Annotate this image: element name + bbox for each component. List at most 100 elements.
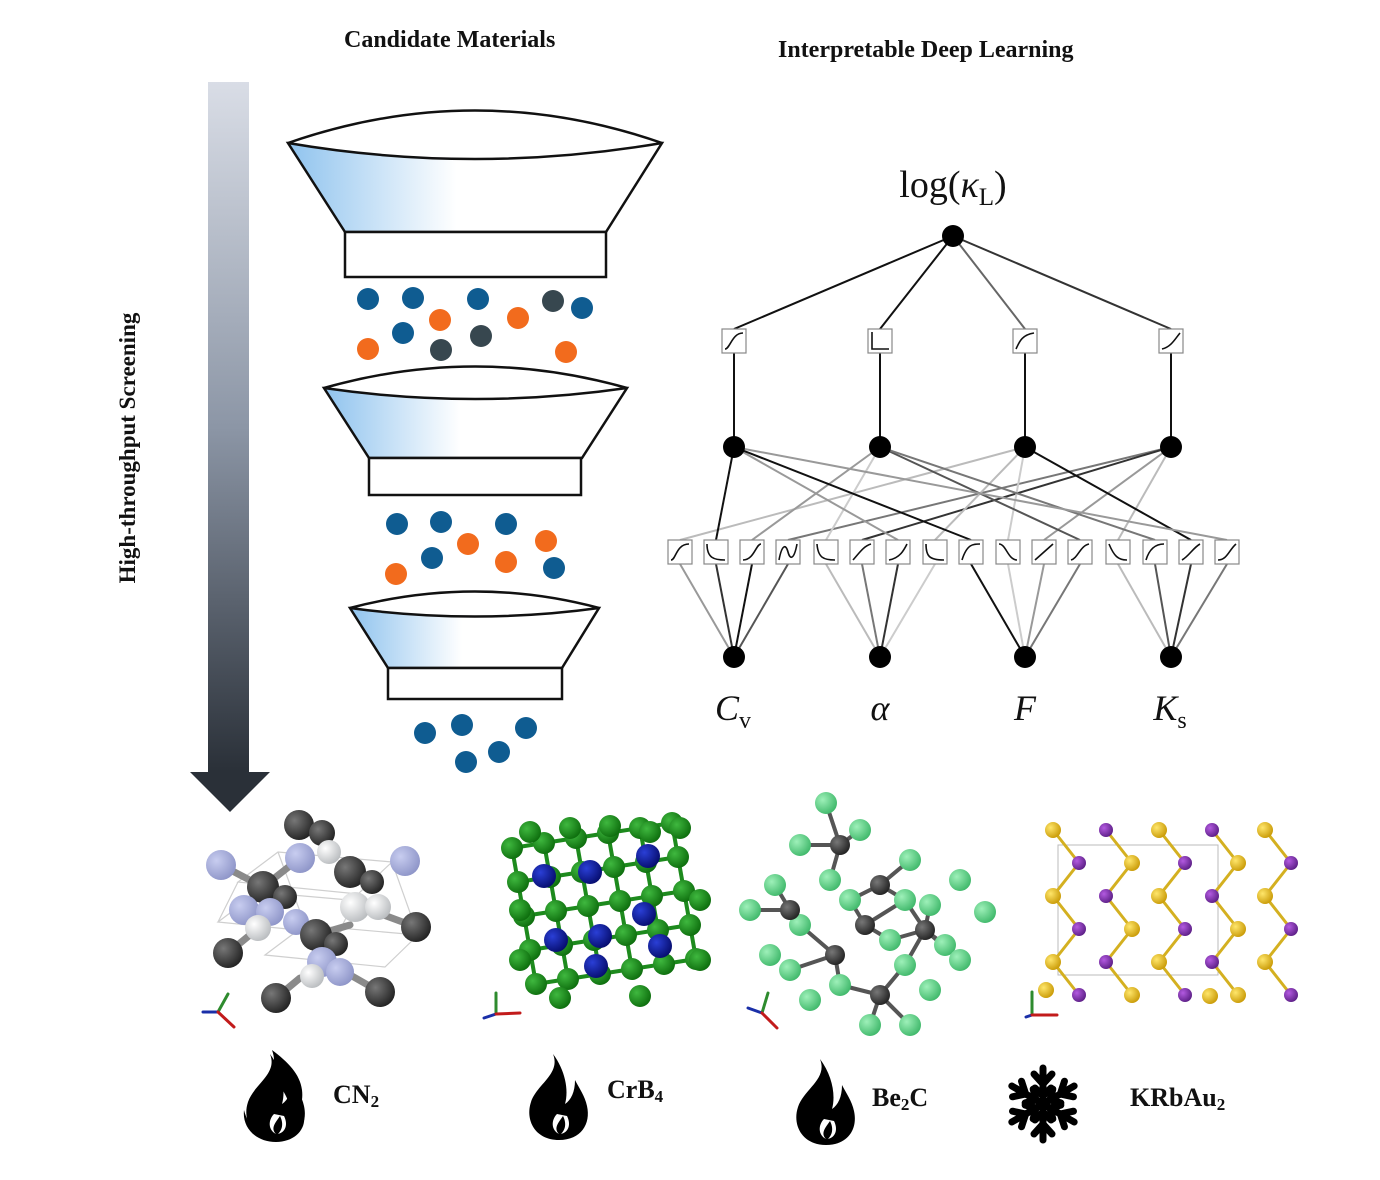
activation-box xyxy=(739,539,765,565)
edge-box-output xyxy=(952,235,1026,330)
carbon-atom xyxy=(870,985,890,1005)
edge-input-box xyxy=(679,563,735,658)
axis-triad-3 xyxy=(746,991,779,1030)
crystal-structure-krbau2 xyxy=(1038,822,1298,1004)
carbon-atom xyxy=(870,875,890,895)
axis-triad-2 xyxy=(482,991,522,1020)
beryllium-atom xyxy=(739,899,761,921)
edge-box-hidden xyxy=(733,446,1228,541)
screening-arrow xyxy=(190,82,270,812)
activation-box xyxy=(1158,328,1184,354)
edge-input-box xyxy=(1024,563,1045,658)
chromium-atom xyxy=(636,844,660,868)
gold-atom xyxy=(1124,987,1140,1003)
input-node xyxy=(1014,646,1036,668)
beryllium-atom xyxy=(839,889,861,911)
beryllium-atom xyxy=(789,834,811,856)
beryllium-atom xyxy=(919,894,941,916)
activation-boxes xyxy=(667,328,1240,565)
alkali-atom xyxy=(1099,889,1113,903)
edge-input-box xyxy=(1117,563,1172,658)
beryllium-atom xyxy=(974,901,996,923)
gold-atom xyxy=(1045,888,1061,904)
beryllium-atom xyxy=(949,869,971,891)
boron-atom xyxy=(519,821,541,843)
edge-input-box xyxy=(715,563,735,658)
alkali-atom xyxy=(1099,823,1113,837)
funnel-large xyxy=(285,109,665,279)
input-node xyxy=(869,646,891,668)
edge-input-box xyxy=(733,563,753,658)
carbon-atom xyxy=(855,915,875,935)
beryllium-atom xyxy=(894,889,916,911)
beryllium-atom xyxy=(859,1014,881,1036)
flame-icon-detail xyxy=(269,1114,286,1134)
edge-box-output xyxy=(952,235,1172,330)
boron-atom xyxy=(549,987,571,1009)
activation-box xyxy=(1105,539,1131,565)
funnel-medium xyxy=(321,365,630,497)
gold-atom xyxy=(1124,921,1140,937)
gold-atom xyxy=(1045,954,1061,970)
activation-box xyxy=(1031,539,1057,565)
edge-input-box xyxy=(879,563,936,658)
edge-box-hidden xyxy=(733,446,899,541)
beryllium-atom xyxy=(764,874,786,896)
boron-atom xyxy=(673,880,695,902)
activation-box xyxy=(849,539,875,565)
activation-box xyxy=(1012,328,1038,354)
crystal-structure-be2c xyxy=(739,792,996,1036)
activation-box xyxy=(1214,539,1240,565)
flame-icon xyxy=(796,1059,855,1145)
beryllium-atom xyxy=(879,929,901,951)
carbon-atom xyxy=(915,920,935,940)
input-label-ks: Ks xyxy=(1152,688,1186,734)
interpretable-deep-learning-heading: Interpretable Deep Learning xyxy=(778,37,1074,63)
boron-atom xyxy=(525,973,547,995)
carbon-atom xyxy=(825,945,845,965)
edge-input-box xyxy=(1024,563,1081,658)
boron-atom xyxy=(577,895,599,917)
edge-box-hidden xyxy=(879,446,1156,541)
chromium-atom xyxy=(632,902,656,926)
alkali-atom xyxy=(1205,823,1219,837)
output-label: log(κL) xyxy=(899,164,1006,211)
beryllium-atom xyxy=(815,792,837,814)
beryllium-atom xyxy=(894,954,916,976)
activation-box xyxy=(1178,539,1204,565)
boron-atom xyxy=(653,953,675,975)
alkali-atom xyxy=(1099,955,1113,969)
activation-box xyxy=(867,328,893,354)
gold-atom xyxy=(1038,982,1054,998)
activation-box xyxy=(1067,539,1093,565)
alkali-atom xyxy=(1205,889,1219,903)
candidate-materials-heading: Candidate Materials xyxy=(344,27,556,53)
edge-box-hidden xyxy=(1024,446,1192,541)
input-label-cv: Cv xyxy=(715,688,751,734)
beryllium-atom xyxy=(919,979,941,1001)
alkali-atom xyxy=(1178,988,1192,1002)
boron-atom xyxy=(509,949,531,971)
beryllium-atom xyxy=(819,869,841,891)
alkali-atom xyxy=(1284,988,1298,1002)
edge-box-hidden xyxy=(715,446,735,541)
input-node xyxy=(1160,646,1182,668)
material-label-be2c: Be2C xyxy=(872,1083,929,1114)
chromium-atom xyxy=(588,924,612,948)
flame-icon xyxy=(529,1054,588,1140)
edge-input-box xyxy=(1007,563,1026,658)
edge-input-box xyxy=(1170,563,1228,658)
beryllium-atom xyxy=(759,944,781,966)
boron-atom xyxy=(507,871,529,893)
carbon-atom xyxy=(830,835,850,855)
axis-triad-4 xyxy=(1024,990,1059,1019)
boron-atom xyxy=(639,821,661,843)
alkali-atom xyxy=(1284,922,1298,936)
candidate-dots-stage-3 xyxy=(414,714,537,773)
flame-icon xyxy=(243,1050,305,1142)
gold-atom xyxy=(1151,888,1167,904)
chromium-atom xyxy=(544,928,568,952)
hidden-node xyxy=(869,436,891,458)
edge-box-output xyxy=(879,235,954,330)
boron-atom xyxy=(689,949,711,971)
